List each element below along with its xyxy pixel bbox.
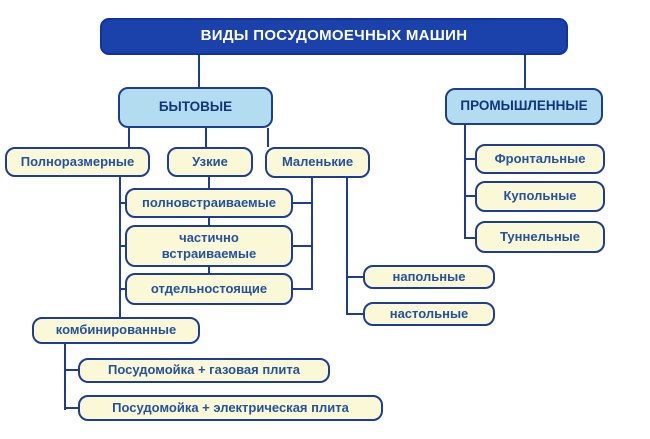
connector-stub-nastolnye <box>346 313 363 315</box>
node-napolnye: напольные <box>363 265 495 289</box>
node-promyshlennye: ПРОМЫШЛЕННЫЕ <box>445 88 603 125</box>
connector-kombinirovannye-trunk <box>64 344 66 410</box>
connector-chastichno-otdelnostoyashchie <box>208 267 210 273</box>
node-chastichno-vstraivaemye: частично встраиваемые <box>125 225 293 267</box>
node-uzkie: Узкие <box>167 147 253 177</box>
node-nastolnye: настольные <box>363 302 495 326</box>
node-otdelnostoyashchie: отдельностоящие <box>125 273 293 305</box>
connector-stub-right-3 <box>293 288 313 290</box>
node-malenkie: Маленькие <box>265 147 370 178</box>
connector-stub-gazovaya <box>64 369 78 371</box>
connector-stub-frontalnye <box>464 158 475 160</box>
node-polnorazmernye: Полноразмерные <box>5 147 150 177</box>
connector-promyshlennye-trunk <box>464 125 466 239</box>
node-gazovaya-plita: Посудомойка + газовая плита <box>78 358 330 383</box>
connector-stub-left-2 <box>119 245 127 247</box>
connector-bytovye-malenkie <box>267 128 269 147</box>
connector-title-bytovye <box>198 55 200 87</box>
connector-stub-right-1 <box>293 202 313 204</box>
connector-malenkie-left-trunk <box>311 178 313 290</box>
node-title: ВИДЫ ПОСУДОМОЕЧНЫХ МАШИН <box>100 18 568 55</box>
node-frontalnye: Фронтальные <box>475 144 605 174</box>
connector-stub-left-1 <box>119 202 127 204</box>
connector-polnovstraivaemye-chastichno <box>208 218 210 225</box>
connector-stub-napolnye <box>346 276 363 278</box>
node-tunnelnye: Туннельные <box>475 221 605 253</box>
node-bytovye: БЫТОВЫЕ <box>118 87 273 128</box>
node-kombinirovannye: комбинированные <box>32 317 200 344</box>
connector-uzkie-polnovstraivaemye <box>208 177 210 188</box>
node-polnovstraivaemye: полновстраиваемые <box>125 188 293 218</box>
connector-stub-left-3 <box>119 288 127 290</box>
connector-malenkie-right-trunk <box>346 178 348 315</box>
node-kupolnye: Купольные <box>475 181 605 212</box>
connector-stub-kupolnye <box>464 195 475 197</box>
connector-stub-tunnelnye <box>464 237 475 239</box>
connector-bytovye-uzkie <box>205 128 207 147</box>
connector-stub-right-2 <box>293 245 313 247</box>
connector-bytovye-polnorazmernye <box>128 128 130 147</box>
connector-title-promyshlennye <box>524 55 526 88</box>
node-elektricheskaya-plita: Посудомойка + электрическая плита <box>78 395 383 421</box>
connector-stub-elektricheskaya <box>64 407 78 409</box>
